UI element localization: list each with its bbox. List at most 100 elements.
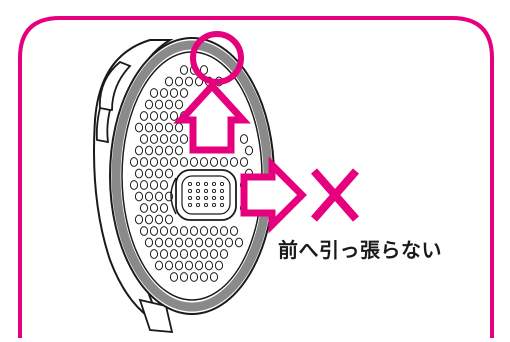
plate-hole <box>154 168 164 179</box>
steam-cap-dot <box>219 195 225 201</box>
steam-cap-dot <box>195 195 201 201</box>
steam-cap-dot <box>195 181 201 187</box>
plate-hole <box>144 145 154 156</box>
plate-hole <box>159 180 169 190</box>
plate-hole <box>169 226 179 236</box>
plate-hole <box>199 249 209 259</box>
steam-cap-dot <box>187 202 193 208</box>
plate-hole <box>159 226 169 236</box>
plate-hole <box>149 157 159 167</box>
plate-hole <box>149 134 159 144</box>
plate-hole <box>159 88 169 98</box>
lid-bottom-hinge <box>138 298 174 334</box>
plate-hole <box>144 237 154 248</box>
plate-hole <box>184 260 194 271</box>
plate-hole <box>224 237 234 248</box>
plate-hole <box>179 134 189 144</box>
plate-hole <box>149 88 159 98</box>
plate-hole <box>154 237 164 248</box>
plate-hole <box>214 237 224 248</box>
plate-hole <box>149 226 159 236</box>
plate-hole <box>139 203 149 213</box>
warning-caption: 前へ引っ張らない <box>278 238 442 262</box>
plate-hole <box>154 99 164 110</box>
plate-hole <box>204 260 214 271</box>
plate-hole <box>169 157 179 167</box>
plate-hole <box>179 226 189 236</box>
plate-hole <box>219 249 229 259</box>
plate-hole <box>179 272 189 282</box>
plate-hole <box>229 226 239 236</box>
plate-hole <box>154 191 164 202</box>
steam-cap-dot <box>203 202 209 208</box>
arrow-up-icon <box>173 80 251 154</box>
steam-cap-dot <box>211 188 217 194</box>
plate-hole <box>169 88 179 98</box>
plate-hole <box>204 237 214 248</box>
circle-ok-icon <box>190 31 244 85</box>
plate-hole <box>164 76 174 87</box>
plate-hole <box>129 180 139 190</box>
plate-hole <box>164 168 174 179</box>
steam-cap-dot <box>219 181 225 187</box>
plate-hole <box>159 111 169 121</box>
plate-hole <box>239 157 249 167</box>
plate-hole <box>169 134 179 144</box>
plate-hole <box>184 237 194 248</box>
steam-cap-side <box>170 177 177 215</box>
plate-hole <box>209 157 219 167</box>
plate-hole <box>229 157 239 167</box>
plate-hole <box>219 226 229 236</box>
plate-hole <box>164 237 174 248</box>
plate-hole <box>159 157 169 167</box>
plate-hole <box>179 157 189 167</box>
arrow-right-icon <box>240 156 307 234</box>
plate-hole <box>129 157 139 167</box>
steam-cap-dot <box>203 188 209 194</box>
plate-hole <box>144 168 154 179</box>
plate-hole <box>139 157 149 167</box>
lid-side-band <box>98 60 132 111</box>
steam-cap-dot <box>195 202 201 208</box>
steam-cap-dots <box>187 181 225 208</box>
plate-hole <box>144 214 154 225</box>
plate-hole <box>149 180 159 190</box>
plate-hole <box>164 122 174 133</box>
plate-hole <box>164 99 174 110</box>
plate-hole <box>139 111 149 121</box>
steam-cap-dot <box>203 195 209 201</box>
plate-hole <box>209 249 219 259</box>
plate-hole <box>199 65 209 75</box>
plate-hole <box>164 260 174 271</box>
steam-cap-dot <box>187 181 193 187</box>
plate-hole <box>134 214 144 225</box>
steam-cap-dot <box>211 195 217 201</box>
plate-hole <box>149 203 159 213</box>
plate-hole <box>149 249 159 259</box>
plate-hole <box>154 214 164 225</box>
plate-hole <box>239 134 249 144</box>
plate-hole <box>174 122 184 133</box>
plate-hole <box>219 157 229 167</box>
steam-cap-dot <box>219 188 225 194</box>
plate-hole <box>154 122 164 133</box>
plate-hole <box>189 272 199 282</box>
plate-hole <box>154 260 164 271</box>
plate-hole <box>179 65 189 75</box>
steam-cap-top <box>181 175 231 215</box>
plate-hole <box>164 214 174 225</box>
plate-hole <box>184 76 194 87</box>
plate-hole <box>159 249 169 259</box>
plate-hole <box>139 226 149 236</box>
plate-hole <box>134 168 144 179</box>
plate-hole <box>169 111 179 121</box>
plate-hole <box>189 226 199 236</box>
plate-hole <box>149 111 159 121</box>
plate-hole <box>209 226 219 236</box>
plate-hole <box>189 157 199 167</box>
plate-hole <box>209 272 219 282</box>
plate-hole <box>234 237 244 248</box>
plate-hole <box>139 180 149 190</box>
